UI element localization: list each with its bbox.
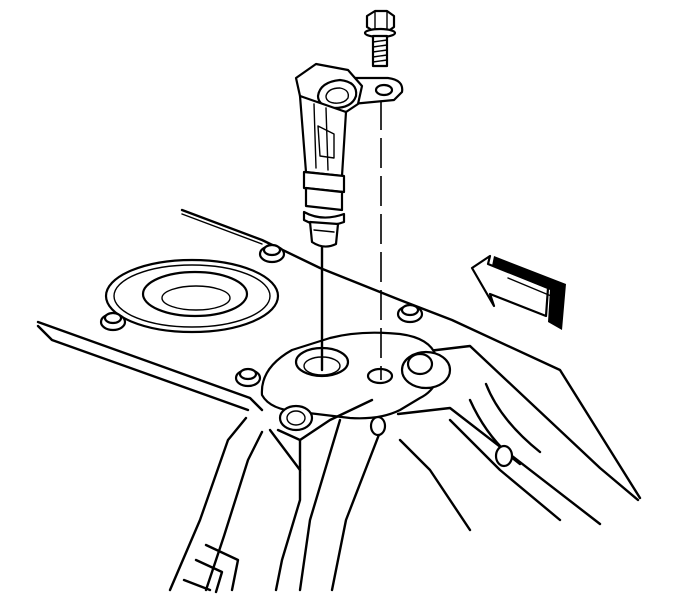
sensor-neck	[304, 186, 344, 212]
seal-ring-lip	[113, 264, 271, 328]
boss-lower-hole-inner	[286, 410, 306, 426]
block-flange	[268, 428, 302, 472]
block-center-hole	[369, 415, 387, 437]
block-bolt	[99, 311, 127, 332]
seal-ring	[104, 258, 280, 334]
block-center-wall	[274, 438, 302, 592]
boss-round-pad-hole	[406, 352, 434, 376]
block-right-rib	[398, 438, 472, 532]
block-left-wall	[168, 416, 248, 592]
block-right-hole	[494, 444, 514, 468]
sensor	[294, 62, 364, 248]
block-right-rib-2	[448, 418, 562, 522]
block-top-edge	[180, 208, 642, 500]
block-right-pocket-inner	[468, 398, 522, 466]
block-cutout	[204, 543, 240, 592]
bolt	[363, 9, 397, 68]
block-front-edge	[36, 320, 264, 412]
seal-ring-bore	[161, 285, 231, 311]
block-bolt	[258, 243, 286, 264]
bracket-hole	[374, 83, 394, 97]
engine-block	[36, 208, 642, 594]
block-right-rail-lower	[396, 406, 602, 526]
direction-arrow-head	[470, 254, 550, 318]
block-right-rail	[418, 344, 640, 502]
block-front-lower-edge	[36, 324, 250, 412]
block-center-rib-2	[330, 430, 382, 592]
boss-lower-edge	[276, 398, 374, 442]
block-left-wall-inner	[204, 430, 264, 592]
boss-lower-hole	[278, 404, 314, 432]
block-cutout-edge	[182, 578, 212, 592]
sensor-collar	[302, 170, 346, 194]
arrow-up-left-icon	[470, 254, 566, 330]
sensor-tip	[308, 220, 340, 248]
block-bolt	[396, 303, 424, 324]
block-bolt	[234, 367, 262, 388]
block-right-pocket	[484, 382, 542, 454]
bolt-hole	[366, 367, 394, 385]
block-bolts	[99, 243, 424, 388]
direction-arrow-shade	[492, 256, 566, 330]
block-top-edge-inner	[181, 213, 263, 245]
block-cutout-inner	[194, 558, 224, 594]
mounting-boss	[260, 331, 452, 442]
block-center-rib	[298, 418, 342, 592]
